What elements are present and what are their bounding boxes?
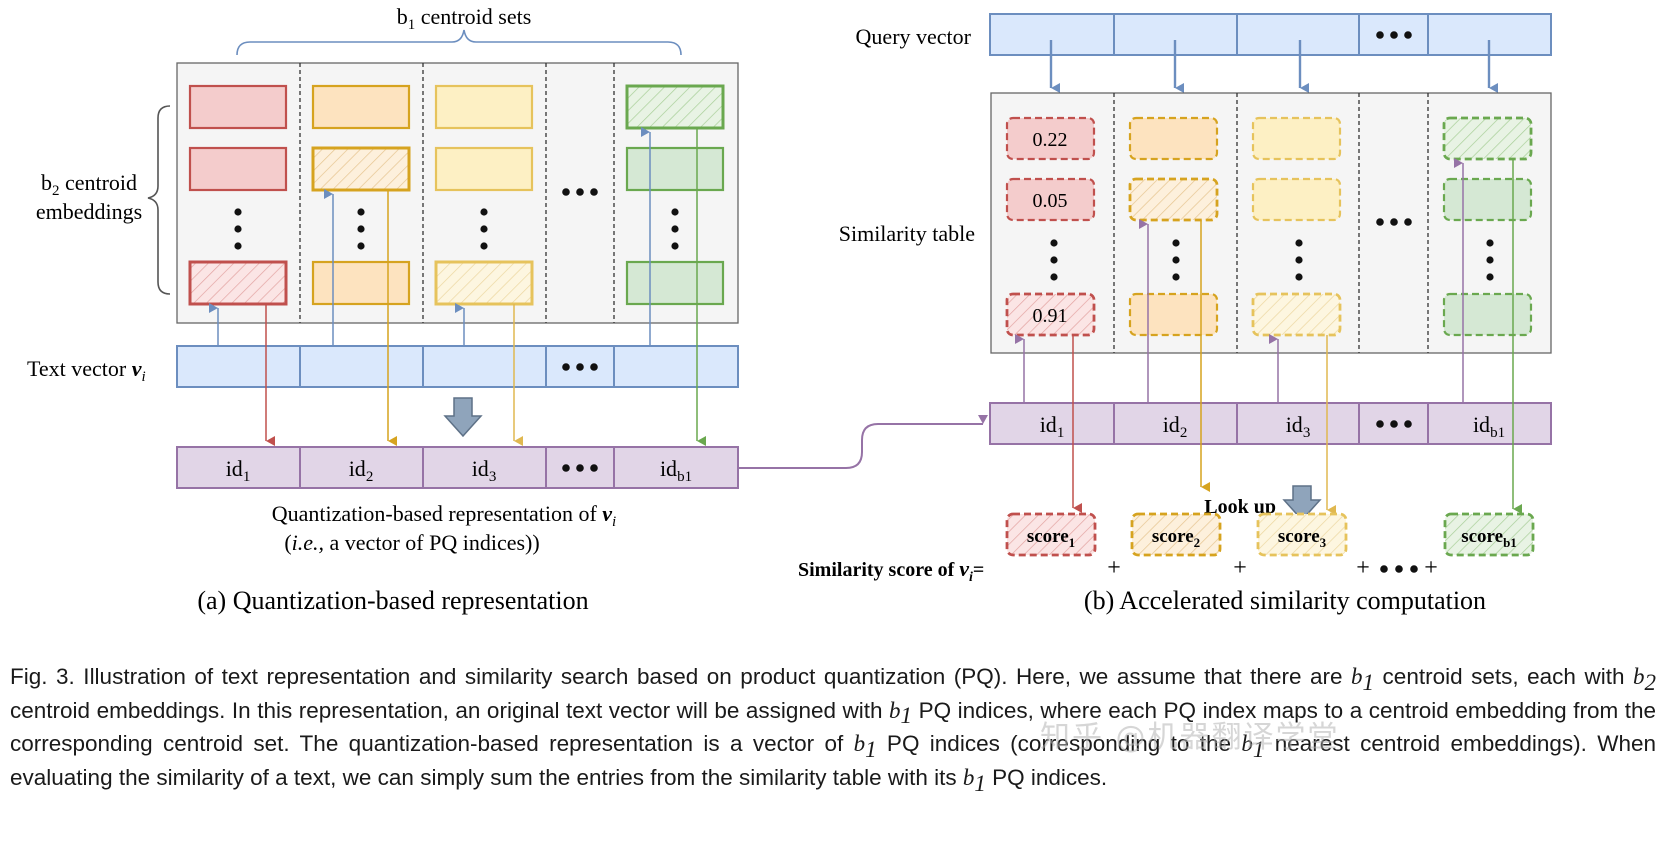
similarity-value-1: 0.22: [1033, 129, 1068, 151]
horizontal-ellipsis-icon: [562, 188, 598, 196]
centroid-green-3: [625, 260, 725, 306]
score-1: score1: [1027, 526, 1075, 550]
plus-4: +: [1424, 555, 1438, 581]
centroid-yellow-1: [434, 84, 534, 130]
lookup-arrows-purple: [1015, 158, 1464, 403]
plus-3: +: [1356, 555, 1370, 581]
similarity-score-label: Similarity score of vi=: [798, 556, 984, 585]
centroid-red-2: [188, 146, 288, 192]
right-id-b1: idb1: [1473, 412, 1505, 441]
centroid-sets-brace: [236, 29, 682, 56]
lookup-arrows-blue: [209, 127, 651, 346]
centroid-red-selected: [188, 260, 288, 306]
left-id-1: id1: [226, 456, 251, 485]
left-id-2: id2: [349, 456, 374, 485]
centroid-green-2: [625, 146, 725, 192]
similarity-table-label: Similarity table: [839, 221, 975, 246]
pq-index-vector-right: [989, 402, 1552, 445]
plus-2: +: [1233, 555, 1247, 581]
centroid-yellow-selected: [434, 260, 534, 306]
table-column-dividers: [1113, 93, 1429, 353]
centroid-orange-3: [311, 260, 411, 306]
centroid-embeddings-brace: [147, 105, 171, 295]
pq-index-vector-left: [176, 446, 739, 489]
plus-1: +: [1107, 555, 1121, 581]
quantization-sublabel: (i.e., a vector of PQ indices)): [284, 530, 539, 555]
score-b1: scoreb1: [1461, 526, 1517, 550]
pq-diagram: b1 centroid sets b2 centroid embeddings …: [27, 4, 1552, 615]
right-id-3: id3: [1286, 412, 1311, 441]
centroid-green-selected: [625, 84, 725, 130]
similarity-cells: [1005, 116, 1533, 337]
centroid-orange-1: [311, 84, 411, 130]
score-boxes: [1005, 512, 1535, 557]
quantization-label: Quantization-based representation of vi: [272, 501, 616, 530]
watermark: 知乎 @机器翻译学堂: [1040, 720, 1340, 755]
right-id-2: id2: [1163, 412, 1188, 441]
text-vector-label: Text vector vi: [27, 356, 146, 385]
table-horizontal-ellipsis-icon: [1376, 218, 1412, 226]
centroid-embeddings-label-2: embeddings: [36, 199, 142, 224]
subcaption-a: (a) Quantization-based representation: [197, 586, 588, 615]
query-arrows: [1049, 40, 1498, 93]
connector-arrow: [738, 415, 988, 469]
score-2: score2: [1152, 526, 1200, 550]
table-vertical-ellipsis-icons: [1050, 239, 1494, 281]
centroid-sets-label: b1 centroid sets: [397, 4, 532, 33]
vertical-ellipsis-icons: [234, 208, 679, 250]
look-up-arrow-icon: [1282, 485, 1322, 522]
left-id-b1: idb1: [660, 456, 692, 485]
column-dividers: [299, 63, 615, 323]
centroid-orange-selected: [311, 146, 411, 192]
similarity-value-3: 0.91: [1033, 305, 1068, 327]
centroid-embeddings-label-1: b2 centroid: [41, 170, 137, 199]
subcaption-b: (b) Accelerated similarity computation: [1084, 586, 1486, 615]
figure-caption: Fig. 3. Illustration of text representat…: [10, 664, 1657, 796]
query-vector: [989, 13, 1552, 56]
look-up-label: Look up: [1204, 496, 1276, 518]
query-vector-label: Query vector: [856, 24, 972, 49]
down-arrow-icon: [443, 397, 483, 438]
similarity-value-2: 0.05: [1033, 190, 1068, 212]
right-id-1: id1: [1040, 412, 1065, 441]
text-vector: [176, 345, 739, 388]
score-ellipsis-icon: [1380, 565, 1418, 573]
centroid-yellow-2: [434, 146, 534, 192]
score-3: score3: [1278, 526, 1327, 550]
left-id-3: id3: [472, 456, 497, 485]
centroid-red-1: [188, 84, 288, 130]
